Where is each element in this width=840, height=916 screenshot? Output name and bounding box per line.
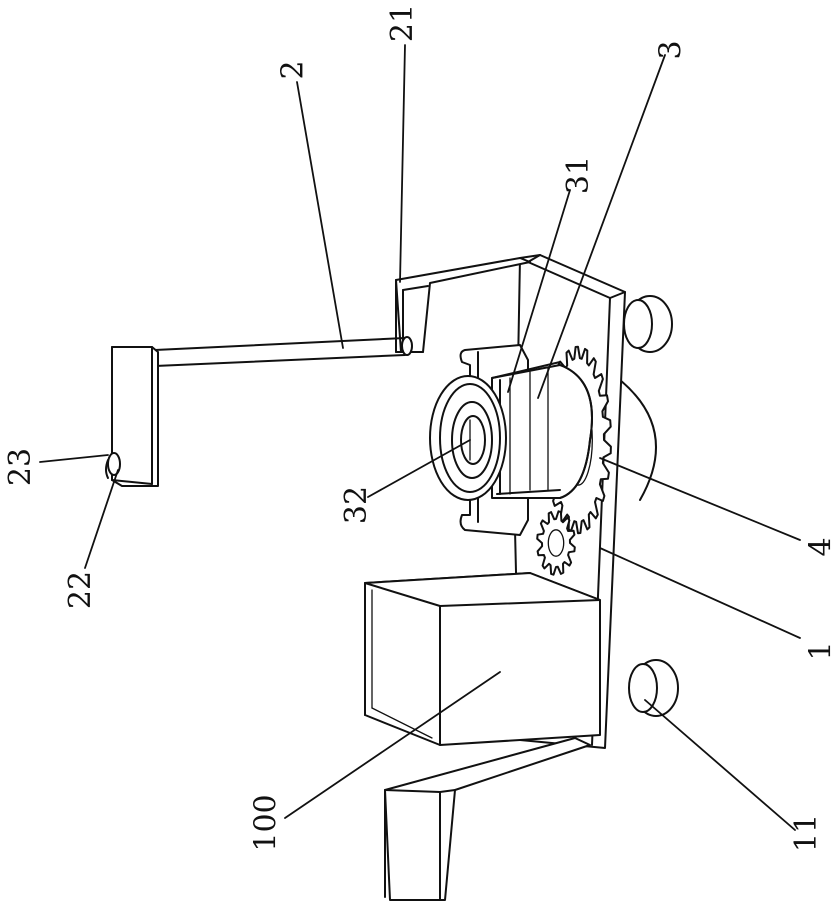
callout-23: 23: [6, 448, 36, 486]
callout-3: 3: [657, 40, 687, 59]
drum-flange-32: [430, 376, 506, 500]
callout-21: 21: [388, 4, 418, 42]
leader-11: [645, 700, 795, 830]
upper-wheel: [624, 296, 672, 352]
callout-32: 32: [342, 486, 372, 524]
pinion-gear: [537, 511, 575, 574]
rear-disc: [620, 380, 656, 500]
callout-11: 11: [792, 814, 822, 852]
leader-23: [40, 455, 108, 462]
pinion-gear-teeth: [537, 511, 575, 574]
box-100: [365, 573, 600, 745]
drum-3: [492, 362, 592, 498]
leader-4: [600, 458, 800, 540]
callout-1: 1: [807, 641, 837, 660]
callout-22: 22: [66, 571, 96, 609]
callout-31: 31: [564, 156, 594, 194]
callout-100: 100: [252, 794, 282, 851]
leader-21: [400, 45, 405, 282]
leader-1: [600, 548, 800, 638]
leader-22: [85, 470, 118, 568]
leader-2: [297, 82, 343, 348]
callout-2: 2: [279, 60, 309, 79]
stand: [385, 738, 590, 900]
callout-4: 4: [807, 537, 837, 556]
